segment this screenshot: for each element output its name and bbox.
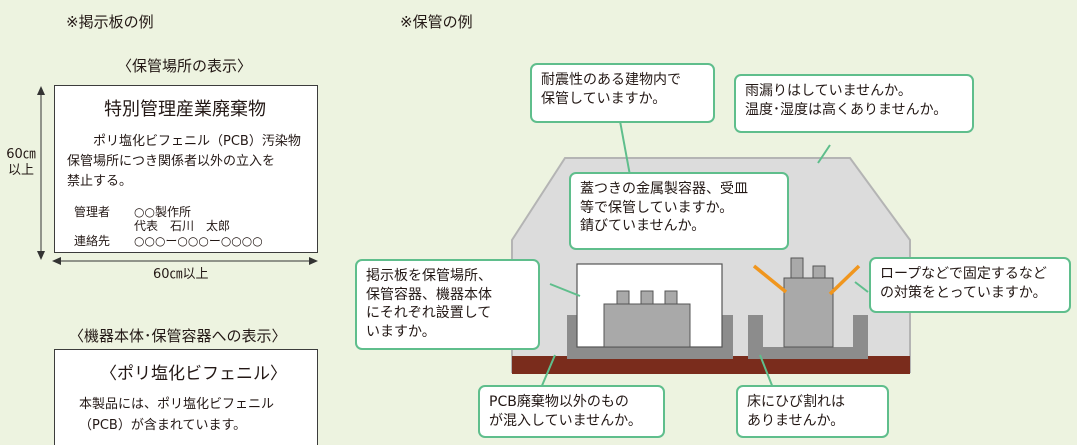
drip-tray-left [567, 315, 733, 359]
bubble-container-text: 蓋つきの金属製容器、受皿 等で保管していますか。 錆びていませんか。 [580, 181, 748, 234]
bubble-rain-text: 雨漏りはしていませんか。 温度･湿度は高くありませんか。 [745, 83, 948, 118]
bubble-mixing-text: PCB廃棄物以外のもの が混入していませんか。 [489, 394, 642, 429]
manager-label: 管理者 [74, 205, 111, 219]
sign1-body-line1: ポリ塩化ビフェニル（PCB）汚染物 [93, 134, 301, 149]
contact-value: ○○○ー○○○ー○○○○ [134, 234, 263, 248]
contact-label: 連絡先 [74, 234, 111, 248]
sign2-title: 〈ポリ塩化ビフェニル〉 [100, 364, 287, 384]
sign2-body-line1: 本製品には、ポリ塩化ビフェニル [79, 397, 275, 412]
bubble-mixing: PCB廃棄物以外のもの が混入していませんか。 [478, 385, 665, 438]
sign2-body-line2: （PCB）が含まれています。 [79, 418, 247, 433]
floor [512, 356, 910, 374]
right-heading: ※保管の例 [400, 13, 473, 31]
sign1-body-line2: 保管場所につき関係者以外の立入を [67, 154, 276, 169]
left-heading: ※掲示板の例 [66, 13, 154, 31]
sign1-caption: 〈保管場所の表示〉 [117, 57, 253, 75]
bubble-container: 蓋つきの金属製容器、受皿 等で保管していますか。 錆びていませんか。 [569, 172, 789, 250]
rope-right [828, 264, 861, 296]
sign1-height-label-line2: 以上 [7, 163, 34, 178]
bubble-sign-placement-text: 掲示板を保管場所、 保管容器、機器本体 にそれぞれ設置して いますか。 [366, 268, 492, 340]
manager-company: ○○製作所 [134, 205, 191, 219]
manager-person: 代表 石川 太郎 [134, 219, 231, 233]
bubble-floor-text: 床にひび割れは ありませんか。 [747, 394, 845, 429]
sign1-body-line3: 禁止する。 [67, 174, 133, 189]
sign1-width-label: 60㎝以上 [153, 267, 209, 282]
sign2-caption: 〈機器本体･保管容器への表示〉 [69, 327, 287, 345]
sign1-height-label-line1: 60㎝ [6, 147, 36, 162]
rope-left [752, 264, 788, 294]
sign1-height-label: 60㎝ 以上 [4, 147, 38, 179]
equipment-sign: 〈ポリ塩化ビフェニル〉 本製品には、ポリ塩化ビフェニル （PCB）が含まれていま… [54, 349, 318, 445]
bubble-sign-placement: 掲示板を保管場所、 保管容器、機器本体 にそれぞれ設置して いますか。 [355, 259, 540, 350]
storage-sign: 特別管理産業廃棄物 ポリ塩化ビフェニル（PCB）汚染物 保管場所につき関係者以外… [54, 85, 318, 253]
bubble-rain: 雨漏りはしていませんか。 温度･湿度は高くありませんか。 [734, 74, 974, 133]
bubble-rope: ロープなどで固定するなど の対策をとっていますか。 [869, 257, 1071, 313]
bubble-rope-text: ロープなどで固定するなど の対策をとっていますか。 [880, 266, 1047, 301]
sign1-title: 特別管理産業廃棄物 [104, 99, 266, 120]
bubble-earthquake: 耐震性のある建物内で 保管していますか。 [530, 63, 715, 123]
drip-tray-right [748, 315, 868, 359]
bubble-earthquake-text: 耐震性のある建物内で 保管していますか。 [541, 72, 681, 107]
capacitor [783, 277, 834, 348]
bubble-floor: 床にひび割れは ありませんか。 [736, 385, 889, 438]
transformer [603, 303, 691, 348]
